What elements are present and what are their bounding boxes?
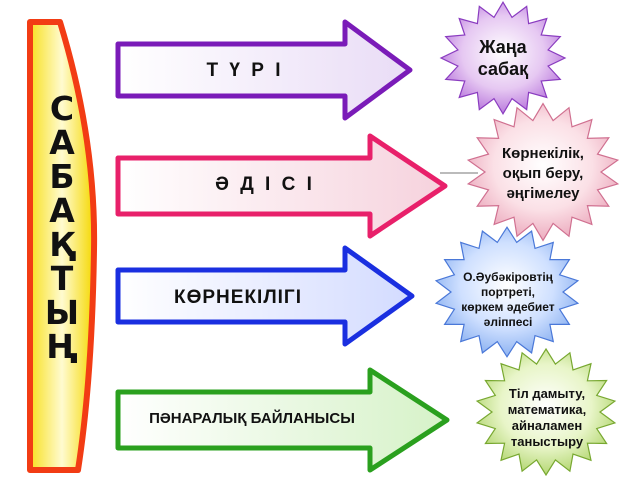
burst-text-new-lesson: Жаңа сабақ xyxy=(447,36,559,80)
burst-line: Тіл дамыту, xyxy=(508,386,586,401)
burst-new-lesson xyxy=(439,1,567,115)
vertical-letter: Ң xyxy=(46,327,78,366)
burst-text-method-details: Көрнекілік, оқып беру, әңгімелеу xyxy=(474,144,612,204)
vertical-title: С А Б А Қ Т Ы Ң xyxy=(36,92,88,364)
arrow-method xyxy=(115,133,448,239)
arrow-label-visuals: КӨРНЕКІЛІГІ xyxy=(174,287,302,308)
burst-line: әліппесі xyxy=(483,315,533,329)
burst-line: сабақ xyxy=(477,59,529,79)
burst-method-details xyxy=(466,102,620,242)
burst-line: әңгімелеу xyxy=(506,185,580,202)
burst-line: таныстыру xyxy=(510,434,584,449)
arrow-label-method: Ә Д І С І xyxy=(215,174,315,195)
burst-line: Көрнекілік, xyxy=(502,145,584,162)
burst-line: О.Әубәкіровтің xyxy=(463,270,553,284)
vertical-letter: Қ xyxy=(49,225,75,264)
vertical-letter: А xyxy=(49,191,75,230)
arrow-visuals xyxy=(115,245,415,347)
arrow-label-type: Т Ү Р І xyxy=(206,60,284,81)
vertical-letter: А xyxy=(49,123,75,162)
burst-line: портреті, xyxy=(480,285,536,299)
vertical-letter: Т xyxy=(50,259,74,298)
burst-subjects xyxy=(475,347,617,477)
burst-line: көркем әдебиет xyxy=(461,300,555,314)
burst-line: математика, xyxy=(507,402,587,417)
vertical-letter: Б xyxy=(49,157,75,196)
burst-text-visual-materials: О.Әубәкіровтің портреті, көркем әдебиет … xyxy=(438,270,578,330)
burst-line: Жаңа xyxy=(479,37,527,57)
arrow-label-interdisciplinary: ПӘНАРАЛЫҚ БАЙЛАНЫСЫ xyxy=(149,410,355,427)
vertical-letter: С xyxy=(49,89,75,128)
burst-text-subjects: Тіл дамыту, математика, айналамен таныст… xyxy=(484,386,610,450)
arrow-interdisciplinary xyxy=(115,367,450,473)
vertical-letter: Ы xyxy=(44,293,80,332)
burst-visual-materials xyxy=(434,226,580,358)
vertical-banner xyxy=(27,19,98,473)
arrow-type xyxy=(115,19,413,121)
burst-line: айналамен xyxy=(511,418,583,433)
burst-line: оқып беру, xyxy=(502,165,584,182)
